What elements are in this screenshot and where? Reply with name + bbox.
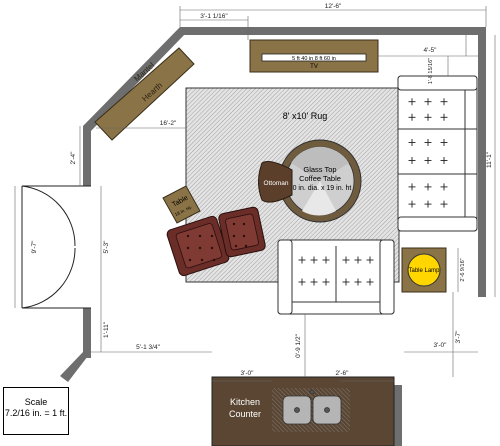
armchair-tufts bbox=[186, 222, 248, 262]
dim-door-side: 5'-3" bbox=[103, 240, 110, 254]
dim-counter-height: 3'-7" bbox=[455, 330, 462, 344]
scale-title: Scale bbox=[24, 397, 48, 407]
table-lamp bbox=[407, 253, 441, 287]
sofa-right-tufts bbox=[408, 98, 448, 208]
scale-ratio: 7.2/16 in. = 1 ft. bbox=[4, 408, 68, 418]
dim-tv-to-sofa: 1'-8 15/16" bbox=[428, 58, 434, 84]
tv-label: TV bbox=[310, 64, 318, 70]
button-tuft bbox=[198, 234, 202, 238]
dim-hall-to-rug: 16'-2" bbox=[160, 120, 177, 127]
sofa-bottom-tufts bbox=[298, 256, 374, 286]
tv bbox=[261, 53, 367, 62]
angled-wall bbox=[83, 27, 186, 132]
dim-mantel-to-rug: 3'-1 1/16" bbox=[200, 13, 228, 20]
dim-counter-right: 3'-0" bbox=[434, 342, 448, 349]
top-wall bbox=[180, 27, 485, 35]
kitchen-label-1: Kitchen bbox=[230, 397, 260, 407]
button-tuft bbox=[200, 258, 204, 262]
left-wall-upper bbox=[83, 126, 91, 186]
dimension-lines bbox=[14, 6, 496, 382]
ottoman: Ottoman bbox=[258, 161, 293, 203]
dim-wall-to-tv: 4'-5" bbox=[424, 47, 438, 54]
dim-hall-top: 2'-4" bbox=[70, 151, 77, 165]
dimension-labels: 3'-1 1/16" 12'-6" 4'-5" 1'-8 15/16" 16'-… bbox=[31, 3, 493, 377]
lamp-table: Table Lamp bbox=[401, 247, 447, 293]
sink bbox=[282, 389, 342, 425]
bottom-right-wall bbox=[394, 385, 402, 446]
walls bbox=[60, 27, 486, 446]
button-tuft bbox=[242, 222, 246, 226]
coffee-table-size: 40 in. dia. x 19 in. ht bbox=[289, 185, 352, 192]
dim-counter-mid: 2'-6" bbox=[336, 370, 350, 377]
dim-hall-bottom: 1'-11" bbox=[103, 321, 110, 338]
coffee-table-type: Coffee Table bbox=[299, 174, 341, 183]
tv-console: 5 ft 40 in 8 ft 60 in TV bbox=[249, 39, 379, 73]
button-tuft bbox=[232, 222, 236, 226]
mantel-hearth: Mantel Hearth bbox=[94, 47, 195, 141]
button-tuft bbox=[212, 258, 216, 262]
button-tuft bbox=[234, 244, 238, 248]
side-table: Table 18 in. sq. bbox=[162, 185, 201, 224]
tv-size-label: 5 ft 40 in 8 ft 60 in bbox=[292, 56, 336, 62]
button-tuft bbox=[188, 258, 192, 262]
button-tuft bbox=[242, 234, 246, 238]
rug-label: 8' x10' Rug bbox=[283, 111, 327, 121]
bottom-left-angled-wall bbox=[60, 352, 91, 382]
sofa-right bbox=[397, 75, 478, 232]
button-tuft bbox=[198, 246, 202, 250]
ottoman-label: Ottoman bbox=[264, 180, 289, 187]
coffee-table: Glass Top Coffee Table 40 in. dia. x 19 … bbox=[278, 139, 362, 223]
kitchen-label-2: Counter bbox=[229, 409, 261, 419]
button-tuft bbox=[186, 246, 190, 250]
dim-lamp: 2'-6 9/16" bbox=[460, 258, 466, 281]
dim-to-sofa-bottom: 5'-1 3/4" bbox=[136, 344, 160, 351]
button-tuft bbox=[232, 234, 236, 238]
button-tuft bbox=[186, 234, 190, 238]
dim-door-width: 9'-7" bbox=[31, 240, 38, 254]
sofa-bottom bbox=[277, 239, 395, 315]
dim-total-width: 12'-6" bbox=[325, 3, 342, 10]
coffee-table-name: Glass Top bbox=[303, 165, 336, 174]
button-tuft bbox=[210, 234, 214, 238]
table-lamp-label: Table Lamp bbox=[408, 268, 440, 274]
button-tuft bbox=[244, 244, 248, 248]
armchair-right bbox=[218, 206, 266, 258]
kitchen-counter: Kitchen Counter bbox=[211, 376, 395, 446]
left-wall-lower bbox=[83, 308, 91, 358]
double-door bbox=[21, 185, 91, 309]
dim-sofa-to-counter: 0'-9 1/2" bbox=[295, 333, 302, 357]
right-wall bbox=[478, 27, 486, 297]
mantel bbox=[94, 47, 195, 141]
button-tuft bbox=[210, 246, 214, 250]
dim-counter-left: 3'-0" bbox=[241, 370, 255, 377]
dim-right-wall: 11'-1" bbox=[486, 151, 493, 168]
scale-legend: Scale 7.2/16 in. = 1 ft. bbox=[3, 387, 69, 435]
